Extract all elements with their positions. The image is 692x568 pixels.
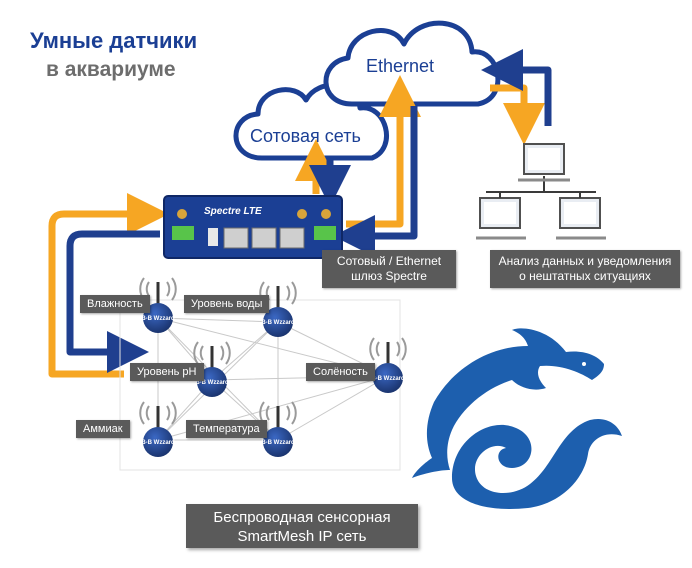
sensor-tag-water-level: Уровень воды — [184, 295, 270, 313]
sensor-tag-temperature: Температура — [186, 420, 267, 438]
node-brand: B-B Wzzard — [261, 320, 295, 326]
node-brand: B-B Wzzard — [141, 316, 175, 322]
node-brand: B-B Wzzard — [195, 380, 229, 386]
gateway-router-icon: Spectre LTE — [163, 195, 343, 259]
page-subtitle: в аквариуме — [46, 58, 176, 81]
gateway-ethernet-arrows — [333, 75, 421, 257]
sensor-tag-salinity: Солёность — [306, 363, 375, 381]
node-brand: B-B Wzzard — [371, 376, 405, 382]
analytics-caption-line2: о нештатных ситуациях — [519, 269, 651, 283]
dolphin-icon — [412, 328, 604, 478]
analytics-caption: Анализ данных и уведомления о нештатных … — [490, 250, 680, 288]
network-caption: Беспроводная сенсорная SmartMesh IP сеть — [186, 504, 418, 548]
network-caption-line1: Беспроводная сенсорная — [213, 509, 391, 526]
wave-icon — [452, 418, 622, 509]
gateway-network-arrows — [48, 193, 169, 378]
gateway-caption-line2: шлюз Spectre — [351, 269, 427, 283]
wireless-node-icon: B-B Wzzard — [369, 337, 407, 393]
wireless-node-icon: B-B Wzzard — [139, 401, 177, 457]
gateway-caption: Сотовый / Ethernet шлюз Spectre — [322, 250, 456, 288]
wireless-node-icon: B-B Wzzard — [259, 401, 297, 457]
wireless-node-icon: B-B Wzzard — [259, 281, 297, 337]
computers-group — [476, 143, 606, 240]
sensor-tag-ammonia: Аммиак — [76, 420, 130, 438]
network-caption-line2: SmartMesh IP сеть — [237, 528, 367, 545]
sensor-tag-ph: Уровень pH — [130, 363, 204, 381]
cloud-computers-arrows — [481, 49, 552, 145]
node-brand: B-B Wzzard — [261, 440, 295, 446]
cellular-cloud-label: Сотовая сеть — [250, 126, 361, 146]
gateway-caption-line1: Сотовый / Ethernet — [336, 254, 442, 268]
wireless-node-icon: B-B Wzzard — [193, 341, 231, 397]
sensor-tag-humidity: Влажность — [80, 295, 150, 313]
page-title: Умные датчики — [30, 28, 198, 53]
gateway-cellular-arrows — [295, 139, 351, 207]
node-brand: B-B Wzzard — [141, 440, 175, 446]
analytics-caption-line1: Анализ данных и уведомления — [498, 254, 672, 268]
wireless-node-icon: B-B Wzzard — [139, 277, 177, 333]
ethernet-cloud-label: Ethernet — [366, 56, 435, 76]
gateway-device-label: Spectre LTE — [204, 206, 262, 217]
